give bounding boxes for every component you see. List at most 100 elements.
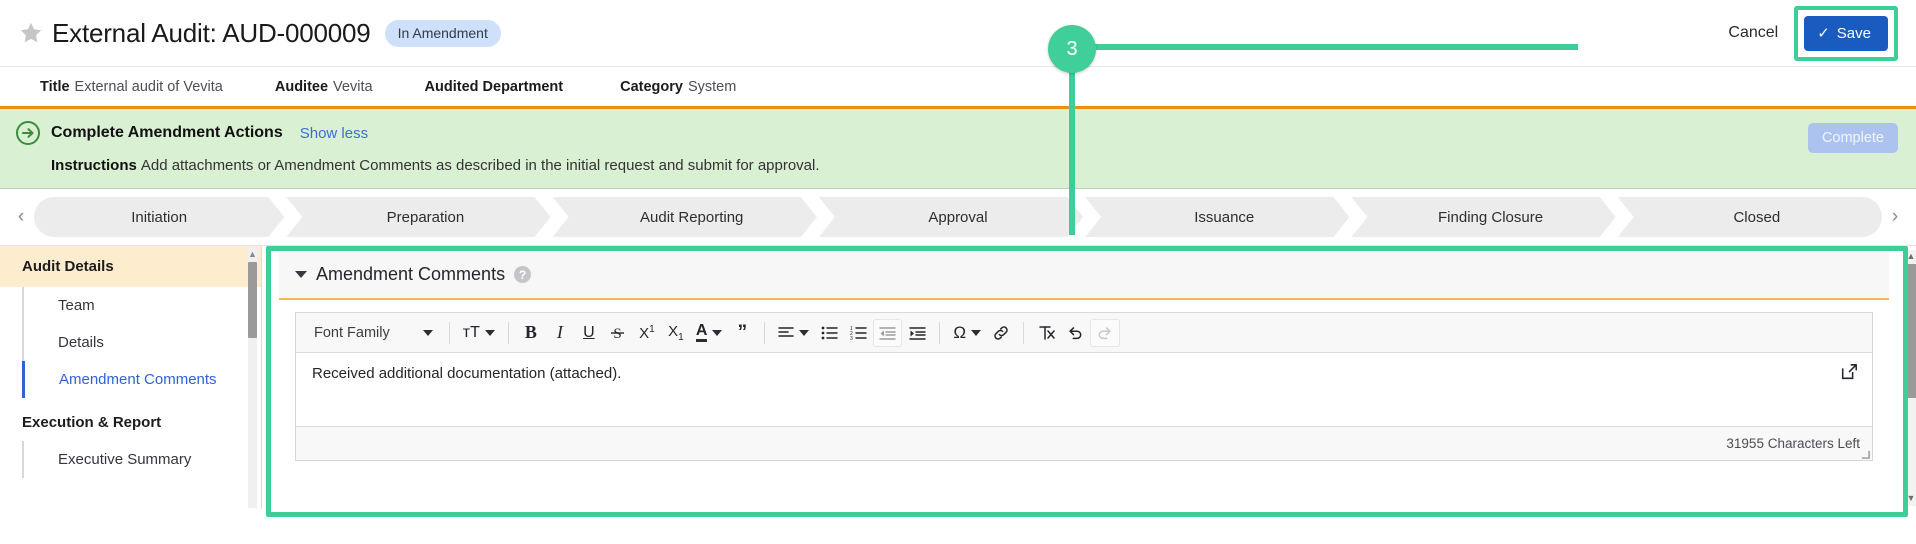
sidebar-heading-execution-report: Execution & Report <box>22 414 162 431</box>
special-character-dropdown[interactable]: Ω <box>948 319 986 347</box>
stage-next-icon[interactable]: › <box>1891 206 1899 227</box>
instructions-label: Instructions <box>51 157 137 174</box>
stage-finding-closure[interactable]: Finding Closure <box>1351 197 1615 237</box>
toolbar-separator <box>764 321 766 344</box>
stage-closed[interactable]: Closed <box>1617 197 1882 237</box>
clear-formatting-button[interactable] <box>1032 319 1060 347</box>
align-left-icon <box>778 326 795 337</box>
text-color-dropdown[interactable]: A <box>691 319 728 347</box>
complete-button[interactable]: Complete <box>1807 123 1898 153</box>
sidebar-scroll-up-icon[interactable]: ▲ <box>248 249 257 259</box>
redo-button[interactable] <box>1090 318 1121 347</box>
editor-text: Received additional documentation (attac… <box>312 365 622 382</box>
undo-icon <box>1069 327 1082 340</box>
underline-button[interactable]: U <box>575 319 603 347</box>
help-icon[interactable]: ? <box>514 266 532 283</box>
status-badge: In Amendment <box>384 19 501 47</box>
font-family-label: Font Family <box>314 324 390 341</box>
stage-tracker: ‹ Initiation Preparation Audit Reporting… <box>0 189 1916 245</box>
blockquote-button[interactable]: ” <box>728 319 756 347</box>
font-size-dropdown[interactable]: ᴛT <box>458 319 500 347</box>
main-scroll-up-icon[interactable]: ▲ <box>1906 251 1916 261</box>
text-color-icon: A <box>695 323 708 342</box>
chevron-down-icon <box>712 329 723 336</box>
stage-preparation[interactable]: Preparation <box>286 197 550 237</box>
resize-grip-icon[interactable] <box>1861 450 1870 459</box>
show-less-toggle[interactable]: Show less <box>299 124 369 142</box>
insert-link-button[interactable] <box>987 319 1015 347</box>
rich-text-editor: Font Family ᴛT B I U <box>295 312 1873 461</box>
save-button-highlight: ✓ Save <box>1794 5 1898 61</box>
field-auditee-value: Vevita <box>333 78 373 95</box>
instructions-text: Add attachments or Amendment Comments as… <box>140 157 820 174</box>
svg-text:2: 2 <box>850 331 853 337</box>
indent-button[interactable] <box>903 319 931 347</box>
bold-button[interactable]: B <box>517 319 545 347</box>
svg-text:S: S <box>614 326 622 342</box>
sidebar-item-amendment-comments[interactable]: Amendment Comments <box>22 361 261 398</box>
banner-heading-row: Complete Amendment Actions Show less <box>16 121 1898 145</box>
subscript-button[interactable]: X1 <box>662 319 690 347</box>
font-family-dropdown[interactable]: Font Family <box>306 319 441 347</box>
underline-icon: U <box>583 323 595 341</box>
annotation-connector-horizontal <box>1090 44 1578 50</box>
field-title-value: External audit of Vevita <box>74 78 223 95</box>
font-size-label: ᴛT <box>462 323 480 341</box>
amendment-comments-panel: Amendment Comments ? Font Family ᴛT <box>279 251 1889 514</box>
svg-text:1: 1 <box>850 326 853 332</box>
save-button[interactable]: ✓ Save <box>1804 15 1888 51</box>
sidebar-item-details[interactable]: Details <box>22 324 261 361</box>
panel-header[interactable]: Amendment Comments ? <box>279 251 1889 300</box>
editor-content[interactable]: Received additional documentation (attac… <box>296 353 1872 426</box>
annotation-connector-vertical <box>1069 60 1075 235</box>
outdent-button[interactable] <box>873 318 903 347</box>
main-scroll-down-icon[interactable]: ▼ <box>1906 493 1916 503</box>
stage-prev-icon[interactable]: ‹ <box>17 206 25 227</box>
align-dropdown[interactable] <box>773 319 814 347</box>
expand-icon[interactable] <box>1840 363 1858 381</box>
character-count: 31955 Characters Left <box>1726 436 1860 451</box>
stage-audit-reporting[interactable]: Audit Reporting <box>553 197 817 237</box>
toolbar-separator <box>507 321 509 344</box>
main-scroll-thumb[interactable] <box>1906 264 1916 398</box>
stage-initiation[interactable]: Initiation <box>34 197 284 237</box>
link-icon <box>994 325 1008 340</box>
chevron-down-icon <box>799 329 810 336</box>
field-title-label: Title <box>40 78 70 95</box>
strikethrough-button[interactable]: S <box>604 319 632 347</box>
sidebar-item-team[interactable]: Team <box>22 287 261 324</box>
chevron-down-icon <box>422 329 433 336</box>
indent-icon <box>909 326 926 340</box>
caret-down-icon[interactable] <box>295 271 307 278</box>
sidebar-scroll-thumb[interactable] <box>248 262 257 338</box>
toolbar-separator <box>448 321 450 344</box>
stage-approval[interactable]: Approval <box>819 197 1083 237</box>
field-audited-department: Audited Department <box>425 79 569 95</box>
stage-issuance[interactable]: Issuance <box>1085 197 1349 237</box>
toolbar-separator <box>1023 321 1025 344</box>
chevron-down-icon <box>484 329 495 336</box>
field-category-label: Category <box>620 78 683 95</box>
favorite-star-icon[interactable] <box>18 20 44 46</box>
sidebar-item-executive-summary[interactable]: Executive Summary <box>22 441 261 478</box>
numbered-list-icon: 123 <box>850 326 867 340</box>
undo-button[interactable] <box>1061 319 1089 347</box>
bold-icon: B <box>524 322 537 342</box>
italic-button[interactable]: I <box>546 319 574 347</box>
record-sidebar: Audit Details Team Details Amendment Com… <box>0 246 262 509</box>
strikethrough-icon: S <box>611 326 625 342</box>
save-button-label: Save <box>1836 24 1871 42</box>
superscript-button[interactable]: X1 <box>633 319 661 347</box>
bullet-list-button[interactable] <box>815 319 843 347</box>
sidebar-scrollbar[interactable] <box>248 248 257 508</box>
cancel-button[interactable]: Cancel <box>1728 24 1779 41</box>
header-actions: Cancel ✓ Save <box>1728 0 1898 66</box>
svg-text:3: 3 <box>850 336 853 340</box>
quote-icon: ” <box>737 321 748 343</box>
